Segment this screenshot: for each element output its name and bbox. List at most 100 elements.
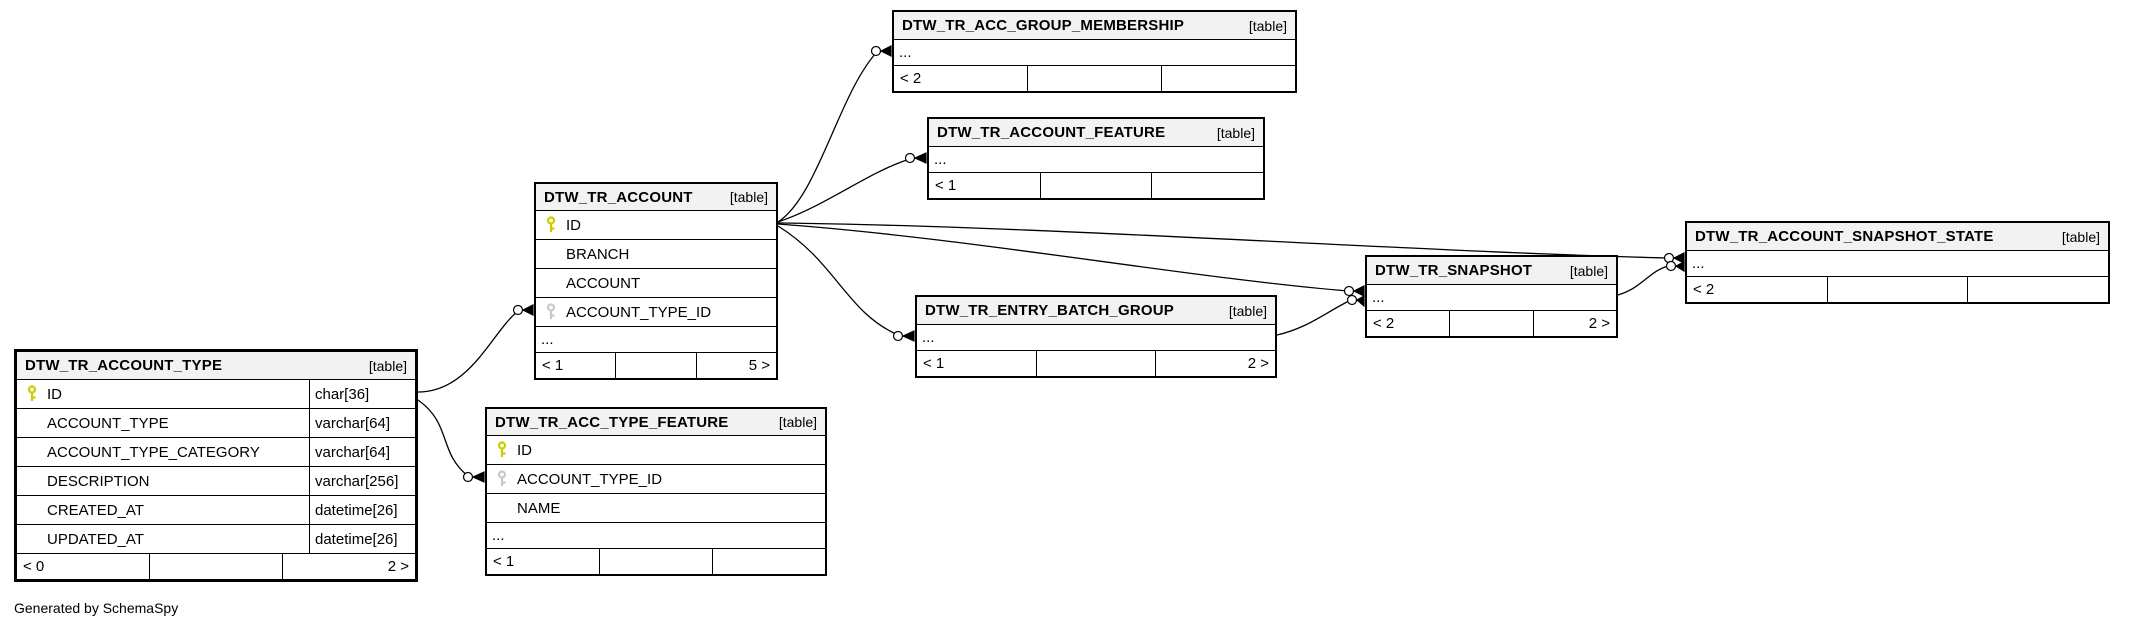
table-name-link[interactable]: DTW_TR_ACCOUNT_SNAPSHOT_STATE — [1695, 228, 1994, 245]
table-header: DTW_TR_SNAPSHOT [table] — [1367, 257, 1616, 285]
table-dtw-tr-acc-group-membership: DTW_TR_ACC_GROUP_MEMBERSHIP [table] ... … — [892, 10, 1297, 93]
generator-note: Generated by SchemaSpy — [14, 600, 179, 616]
footer-parent-count: < 1 — [923, 355, 945, 372]
column-type: datetime[26] — [309, 525, 415, 553]
edge-account-accountfeature — [777, 158, 911, 223]
edge-account-accgroupmembership — [777, 52, 877, 223]
footer-parent-count: < 0 — [23, 558, 45, 575]
footer-child-count — [1151, 173, 1263, 198]
table-footer: < 2 — [894, 66, 1295, 91]
foreign-key-icon — [536, 303, 566, 321]
column-row: ACCOUNT_TYPE_ID — [487, 465, 825, 494]
table-dtw-tr-account-snapshot-state: DTW_TR_ACCOUNT_SNAPSHOT_STATE [table] ..… — [1685, 221, 2110, 304]
footer-spacer — [1039, 173, 1152, 198]
table-header: DTW_TR_ACCOUNT_SNAPSHOT_STATE [table] — [1687, 223, 2108, 251]
table-tag: [table] — [1248, 17, 1287, 34]
table-tag: [table] — [1216, 124, 1255, 141]
footer-child-count: 2 > — [1155, 351, 1275, 376]
footer-child-count: 2 > — [1532, 311, 1616, 336]
edge-account-snapshot — [777, 223, 1349, 292]
footer-child-count: 2 > — [282, 554, 415, 579]
column-type: varchar[64] — [309, 409, 415, 437]
column-type: varchar[64] — [309, 438, 415, 466]
more-columns-ellipsis: ... — [894, 40, 1295, 66]
column-row: ID char[36] — [17, 380, 415, 409]
footer-spacer — [149, 554, 282, 579]
table-name-link[interactable]: DTW_TR_ACCOUNT_FEATURE — [937, 124, 1166, 141]
table-header: DTW_TR_ACC_GROUP_MEMBERSHIP [table] — [894, 12, 1295, 40]
table-dtw-tr-entry-batch-group: DTW_TR_ENTRY_BATCH_GROUP [table] ... < 1… — [915, 295, 1277, 378]
more-columns-ellipsis: ... — [1687, 251, 2108, 277]
column-name: ID — [566, 216, 581, 234]
table-tag: [table] — [729, 189, 768, 205]
table-dtw-tr-account-type: DTW_TR_ACCOUNT_TYPE [table] ID char[36] … — [14, 349, 418, 582]
table-footer: < 1 5 > — [536, 353, 776, 378]
column-type: varchar[256] — [309, 467, 415, 495]
column-name: ACCOUNT_TYPE_ID — [517, 470, 663, 488]
table-dtw-tr-account-feature: DTW_TR_ACCOUNT_FEATURE [table] ... < 1 — [927, 117, 1265, 200]
footer-spacer — [615, 353, 695, 378]
column-name: ACCOUNT — [566, 274, 641, 292]
table-tag: [table] — [1228, 302, 1267, 319]
column-name: ACCOUNT_TYPE_ID — [566, 303, 712, 321]
table-tag: [table] — [368, 357, 407, 374]
table-name-link[interactable]: DTW_TR_ACCOUNT_TYPE — [25, 357, 223, 374]
more-columns-ellipsis: ... — [1367, 285, 1616, 311]
column-name: DESCRIPTION — [47, 472, 150, 490]
table-name-link[interactable]: DTW_TR_ENTRY_BATCH_GROUP — [925, 302, 1174, 319]
table-footer: < 2 — [1687, 277, 2108, 302]
footer-spacer — [1449, 311, 1532, 336]
footer-child-count — [1161, 66, 1295, 91]
table-dtw-tr-snapshot: DTW_TR_SNAPSHOT [table] ... < 2 2 > — [1365, 255, 1618, 338]
table-dtw-tr-account: DTW_TR_ACCOUNT [table] ID BRANCH ACCOUNT… — [534, 182, 778, 380]
footer-spacer — [599, 549, 712, 574]
column-row: ACCOUNT_TYPE_CATEGORY varchar[64] — [17, 438, 415, 467]
column-name: UPDATED_AT — [47, 530, 144, 548]
column-name: ACCOUNT_TYPE — [47, 414, 169, 432]
footer-parent-count: < 2 — [1693, 281, 1715, 298]
cardinality-markers — [462, 45, 1685, 483]
footer-spacer — [1035, 351, 1156, 376]
foreign-key-icon — [487, 470, 517, 488]
column-row: ACCOUNT_TYPE varchar[64] — [17, 409, 415, 438]
edge-entrybatchgroup-snapshot — [1276, 299, 1352, 336]
edge-account-snapshotstate — [777, 222, 1669, 259]
column-name: ID — [47, 385, 62, 403]
table-name-link[interactable]: DTW_TR_ACC_GROUP_MEMBERSHIP — [902, 17, 1185, 34]
column-row: DESCRIPTION varchar[256] — [17, 467, 415, 496]
primary-key-icon — [536, 216, 566, 234]
footer-spacer — [1027, 66, 1161, 91]
table-footer: < 1 — [487, 549, 825, 574]
footer-parent-count: < 2 — [900, 70, 922, 87]
column-type: char[36] — [309, 380, 415, 408]
column-name: BRANCH — [566, 245, 630, 263]
column-row: NAME — [487, 494, 825, 523]
footer-parent-count: < 1 — [935, 177, 957, 194]
column-name: ID — [517, 441, 532, 459]
edge-snapshot-snapshotstate — [1617, 265, 1669, 296]
table-name-link[interactable]: DTW_TR_ACC_TYPE_FEATURE — [495, 413, 729, 431]
table-name-link[interactable]: DTW_TR_SNAPSHOT — [1375, 262, 1533, 279]
column-row: BRANCH — [536, 240, 776, 269]
table-tag: [table] — [2061, 228, 2100, 245]
more-columns-ellipsis: ... — [917, 325, 1275, 351]
footer-child-count — [1967, 277, 2108, 302]
footer-child-count: 5 > — [695, 353, 776, 378]
table-footer: < 2 2 > — [1367, 311, 1616, 336]
edge-accounttype-account — [417, 310, 519, 393]
primary-key-icon — [17, 385, 47, 403]
column-row: ACCOUNT_TYPE_ID — [536, 298, 776, 327]
table-dtw-tr-acc-type-feature: DTW_TR_ACC_TYPE_FEATURE [table] ID ACCOU… — [485, 407, 827, 576]
table-tag: [table] — [1569, 262, 1608, 279]
table-header: DTW_TR_ACCOUNT_FEATURE [table] — [929, 119, 1263, 147]
table-footer: < 0 2 > — [17, 554, 415, 579]
column-row: ID — [487, 436, 825, 465]
column-row: CREATED_AT datetime[26] — [17, 496, 415, 525]
table-footer: < 1 — [929, 173, 1263, 198]
edge-account-entrybatchgroup — [777, 225, 899, 336]
more-columns-ellipsis: ... — [929, 147, 1263, 173]
footer-spacer — [1826, 277, 1968, 302]
edge-accounttype-acctypefeature — [417, 399, 469, 477]
table-name-link[interactable]: DTW_TR_ACCOUNT — [544, 188, 693, 206]
footer-parent-count: < 2 — [1373, 315, 1395, 332]
